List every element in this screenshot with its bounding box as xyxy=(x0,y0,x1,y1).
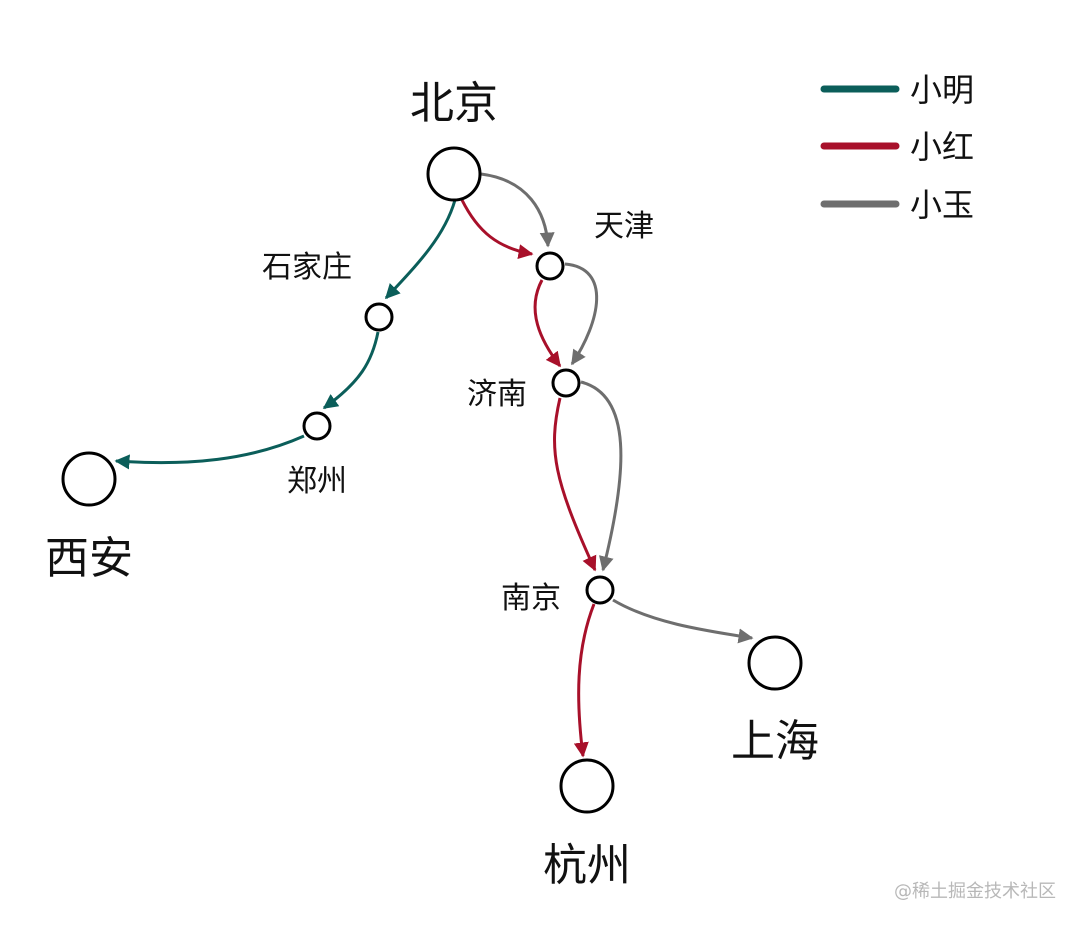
edge-xiaohong-nanjing-hangzhou xyxy=(573,603,596,758)
label-tianjin: 天津 xyxy=(594,209,654,244)
label-xian: 西安 xyxy=(45,533,133,584)
node-shijiazhuang xyxy=(364,302,394,332)
edge-xiaoming-shijiazhuang-zhengzhou xyxy=(322,331,380,410)
node-jinan xyxy=(551,368,581,398)
legend-item-xiaohong: 小红 xyxy=(820,128,974,166)
node-nanjing xyxy=(585,575,615,605)
legend-item-xiaoyu: 小玉 xyxy=(820,186,974,224)
edge-xiaoming-beijing-shijiazhuang xyxy=(384,199,457,300)
legend-label-xiaoming: 小明 xyxy=(910,71,974,109)
legend-label-xiaohong: 小红 xyxy=(910,128,974,166)
node-zhengzhou xyxy=(302,411,332,441)
legend-label-xiaoyu: 小玉 xyxy=(910,186,974,224)
edge-xiaoming-zhengzhou-xian xyxy=(114,434,305,470)
label-beijing: 北京 xyxy=(410,78,498,129)
edge-xiaohong-jinan-nanjing xyxy=(553,397,597,572)
node-tianjin xyxy=(535,251,565,281)
label-jinan: 济南 xyxy=(467,377,527,412)
edge-xiaoyu-nanjing-shanghai xyxy=(612,598,754,644)
edge-xiaoyu-beijing-tianjin xyxy=(480,172,555,248)
legend-item-xiaoming: 小明 xyxy=(820,71,974,109)
label-shanghai: 上海 xyxy=(731,716,819,767)
label-shijiazhuang: 石家庄 xyxy=(262,250,352,285)
node-beijing xyxy=(426,146,482,202)
node-shanghai xyxy=(747,635,803,691)
edge-xiaoyu-tianjin-jinan xyxy=(564,262,599,366)
label-hangzhou: 杭州 xyxy=(543,840,631,891)
edge-xiaoyu-jinan-nanjing xyxy=(580,380,623,572)
label-zhengzhou: 郑州 xyxy=(287,464,347,499)
legend: 小明 小红 小玉 xyxy=(820,71,974,224)
edge-xiaohong-tianjin-jinan xyxy=(533,279,562,368)
edge-xiaohong-beijing-tianjin xyxy=(460,199,534,260)
node-hangzhou xyxy=(559,758,615,814)
label-nanjing: 南京 xyxy=(501,581,561,616)
watermark: @稀土掘金技术社区 xyxy=(894,881,1056,902)
node-xian xyxy=(61,451,117,507)
